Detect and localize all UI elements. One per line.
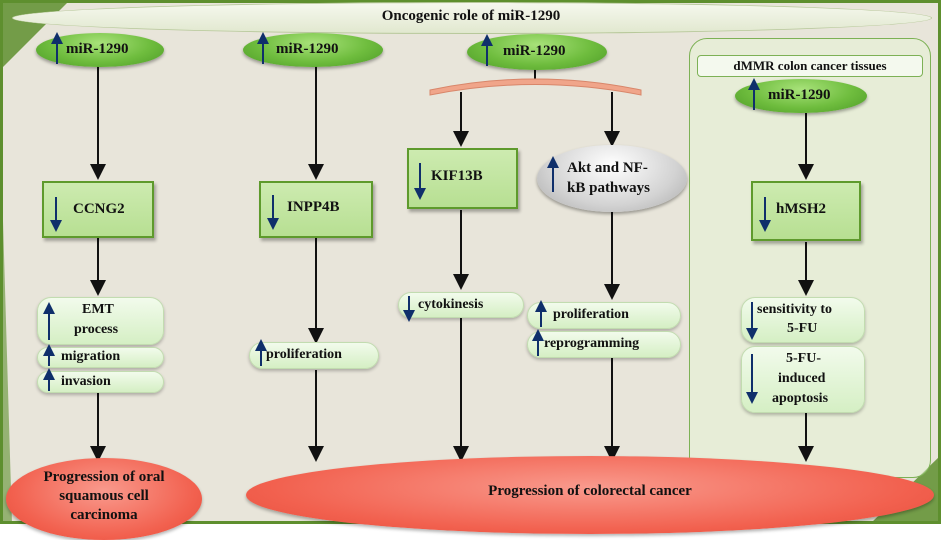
proliferation-label-1: proliferation [266,347,342,362]
oral-line-1: Progression of oral [43,469,165,485]
mirna-label-4: miR-1290 [768,87,831,103]
proliferation-pill-1 [249,342,379,369]
colorectal-label: Progression of colorectal cancer [488,483,692,499]
invasion-pill [37,371,164,393]
reprogramming-pill [527,331,681,358]
sensitivity-line-2: 5-FU [787,321,818,336]
dmmr-label: dMMR colon cancer tissues [733,58,887,73]
mirna-label-1: miR-1290 [66,41,129,57]
akt-nfkb-line-1: Akt and NF- [567,160,648,176]
connector-arrows [90,65,814,462]
emt-line-2: process [74,322,119,337]
title-banner [12,2,932,34]
apoptosis-pill [741,346,865,413]
proliferation-label-2: proliferation [553,307,629,322]
branch-bar [429,78,642,96]
sensitivity-line-1: sensitivity to [757,302,833,317]
mirna-label-2: miR-1290 [276,41,339,57]
oral-line-3: carcinoma [70,507,138,523]
sensitivity-pill [741,297,865,343]
invasion-label: invasion [61,374,111,389]
cytokinesis-label: cytokinesis [418,297,484,312]
dmmr-label-box [697,55,923,77]
apoptosis-line-1: 5-FU- [786,351,821,366]
akt-nfkb-line-2: kB pathways [567,180,650,196]
colorectal-cancer-ellipse [246,456,934,534]
apoptosis-line-3: apoptosis [772,391,829,406]
apoptosis-line-2: induced [778,371,826,386]
oral-line-2: squamous cell [59,488,149,504]
reprogramming-label: reprogramming [544,336,640,351]
ccng2-label: CCNG2 [73,201,125,217]
migration-pill [37,347,164,368]
emt-line-1: EMT [82,302,114,317]
cytokinesis-pill [398,292,524,318]
proliferation-pill-2 [527,302,681,329]
emt-process-pill [37,297,164,345]
akt-nfkb-ellipse [537,145,687,212]
diagram-title: Oncogenic role of miR-1290 [381,8,561,24]
inpp4b-label: INPP4B [287,199,340,215]
hmsh2-label: hMSH2 [776,201,827,217]
migration-label: migration [61,349,121,364]
regulation-arrows [43,32,771,404]
mirna-label-3: miR-1290 [503,43,566,59]
kif13b-label: KIF13B [431,168,483,184]
